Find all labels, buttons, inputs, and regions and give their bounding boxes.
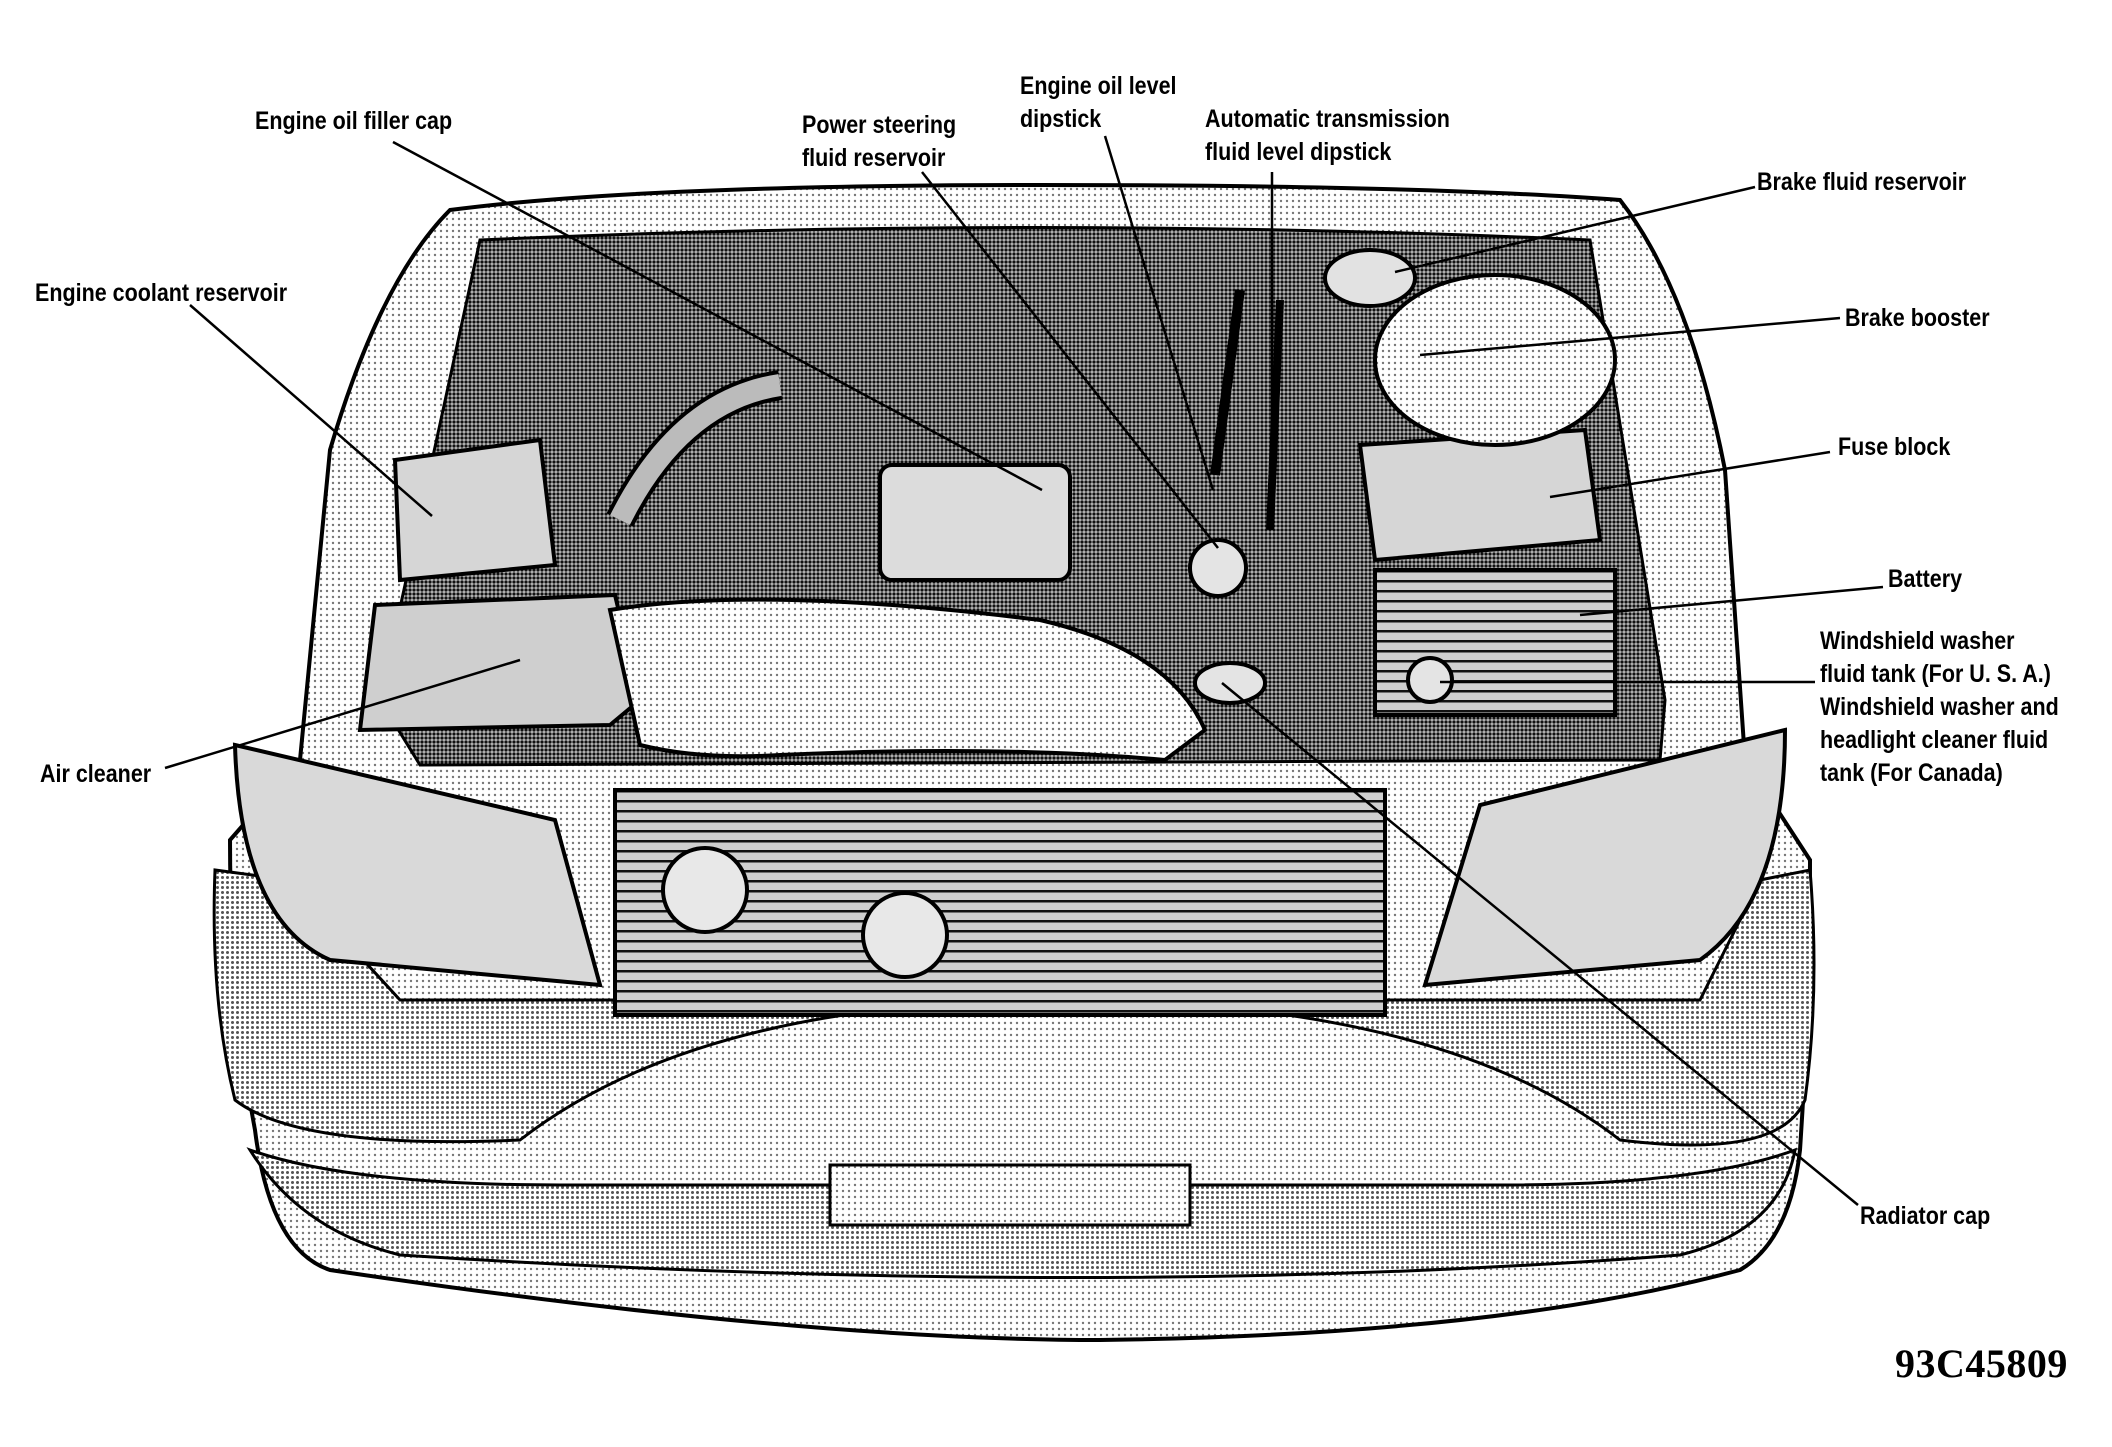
- label-engine-oil-filler-cap: Engine oil filler cap: [255, 105, 452, 138]
- label-washer-line2: fluid tank (For U. S. A.): [1820, 660, 2051, 688]
- radiator-cap-shape: [1193, 661, 1267, 705]
- label-automatic-trans-line1: Automatic transmission: [1205, 105, 1450, 133]
- license-plate-area: [828, 1163, 1192, 1227]
- label-battery-text: Battery: [1888, 565, 1963, 593]
- right-horn: [861, 891, 949, 979]
- label-engine-oil-level-dipstick: Engine oil level dipstick: [1020, 70, 1177, 136]
- brake-fluid-reservoir-cap: [1323, 248, 1417, 308]
- label-engine-oil-level-line2: dipstick: [1020, 105, 1102, 133]
- label-brake-fluid-reservoir: Brake fluid reservoir: [1757, 166, 1966, 199]
- label-fuse-block-text: Fuse block: [1838, 433, 1951, 461]
- label-automatic-trans-line2: fluid level dipstick: [1205, 138, 1392, 166]
- leader-radiator-cap: [1221, 682, 1859, 1206]
- label-washer-line4: headlight cleaner fluid: [1820, 726, 2049, 754]
- label-automatic-transmission-dipstick: Automatic transmission fluid level dipst…: [1205, 103, 1450, 169]
- label-brake-fluid-reservoir-text: Brake fluid reservoir: [1757, 168, 1967, 196]
- leader-lines: [164, 135, 1884, 1206]
- label-radiator-cap: Radiator cap: [1860, 1200, 1990, 1233]
- label-air-cleaner-text: Air cleaner: [40, 760, 152, 788]
- leader-battery: [1579, 585, 1884, 617]
- leader-fuse-block: [1549, 450, 1831, 499]
- left-horn: [661, 846, 749, 934]
- leader-brake-booster: [1419, 316, 1841, 357]
- label-engine-coolant-reservoir-text: Engine coolant reservoir: [35, 279, 288, 307]
- label-engine-oil-level-line1: Engine oil level: [1020, 72, 1177, 100]
- car-illustration: [212, 182, 1816, 1343]
- label-engine-coolant-reservoir: Engine coolant reservoir: [35, 277, 287, 310]
- label-washer-line1: Windshield washer: [1820, 627, 2015, 655]
- washer-tank-cap: [1406, 656, 1454, 704]
- leader-coolant-reservoir: [189, 304, 433, 517]
- leader-engine-oil-dipstick: [1103, 135, 1215, 491]
- label-brake-booster-text: Brake booster: [1845, 304, 1990, 332]
- left-headlight: [232, 742, 603, 988]
- label-washer-line5: tank (For Canada): [1820, 759, 2003, 787]
- label-brake-booster: Brake booster: [1845, 302, 1990, 335]
- intake-hose-highlight: [610, 374, 782, 525]
- label-washer-tank: Windshield washer fluid tank (For U. S. …: [1820, 625, 2059, 790]
- leader-air-cleaner: [164, 658, 521, 770]
- air-cleaner-box: [357, 592, 643, 733]
- label-power-steering-line2: fluid reservoir: [802, 144, 946, 172]
- label-power-steering: Power steering fluid reservoir: [802, 109, 956, 175]
- leader-brake-fluid-reservoir: [1394, 185, 1756, 274]
- coolant-reservoir: [392, 437, 558, 583]
- oil-dipstick-tube: [1210, 289, 1245, 476]
- label-fuse-block: Fuse block: [1838, 431, 1950, 464]
- engine-cover: [607, 597, 1208, 763]
- leader-power-steering: [921, 171, 1219, 549]
- label-engine-oil-filler-cap-text: Engine oil filler cap: [255, 107, 453, 135]
- label-radiator-cap-text: Radiator cap: [1860, 1202, 1991, 1230]
- throttle-body: [878, 463, 1072, 582]
- brake-booster-dome: [1373, 273, 1617, 447]
- label-air-cleaner: Air cleaner: [40, 758, 151, 791]
- label-battery: Battery: [1888, 563, 1962, 596]
- right-headlight: [1422, 727, 1788, 988]
- leader-engine-oil-filler-cap: [392, 140, 1043, 492]
- label-power-steering-line1: Power steering: [802, 111, 957, 139]
- figure-code: 93C45809: [1895, 1341, 2068, 1386]
- label-washer-line3: Windshield washer and: [1820, 693, 2059, 721]
- power-steering-reservoir-cap: [1188, 538, 1248, 598]
